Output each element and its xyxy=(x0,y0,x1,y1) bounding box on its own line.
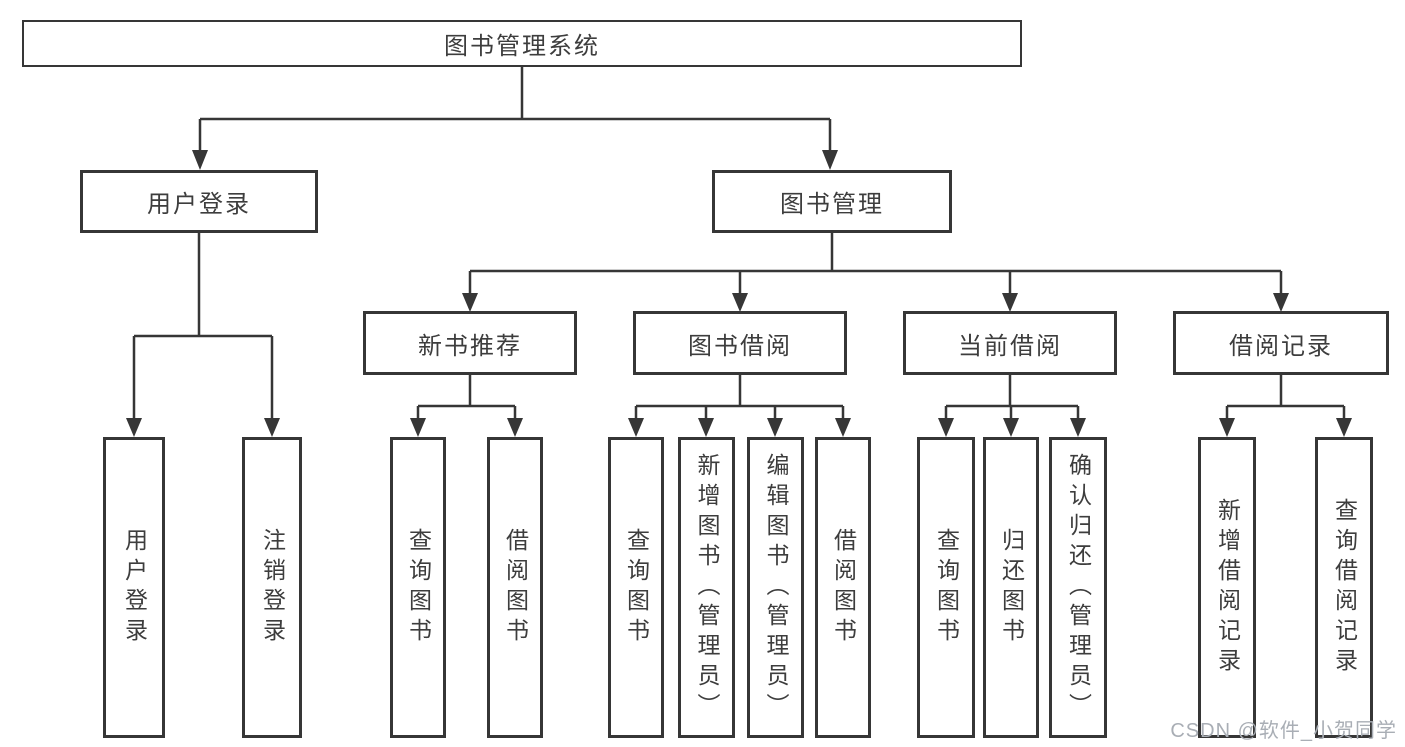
node-label: 查询借阅记录 xyxy=(1331,497,1358,678)
node-label: 图书管理系统 xyxy=(444,33,600,60)
leaf-return-books: 归还图书 xyxy=(983,437,1039,738)
node-label: 借阅图书 xyxy=(830,527,857,648)
node-new-book-recommendation: 新书推荐 xyxy=(363,311,577,375)
node-label: 图书管理 xyxy=(780,191,884,218)
leaf-query-books-borrowing: 查询图书 xyxy=(608,437,664,738)
leaf-query-books-current: 查询图书 xyxy=(917,437,975,738)
node-root-system: 图书管理系统 xyxy=(22,20,1022,67)
node-book-management: 图书管理 xyxy=(712,170,952,233)
node-label: 用户登录 xyxy=(147,191,251,218)
node-label: 查询图书 xyxy=(933,527,960,648)
node-user-login: 用户登录 xyxy=(80,170,318,233)
leaf-user-login: 用户登录 xyxy=(103,437,165,738)
node-book-borrowing: 图书借阅 xyxy=(633,311,847,375)
node-label: 新增图书（管理员） xyxy=(694,452,720,723)
leaf-query-borrow-record: 查询借阅记录 xyxy=(1315,437,1373,738)
leaf-borrow-books: 借阅图书 xyxy=(815,437,871,738)
node-label: 查询图书 xyxy=(623,527,650,648)
leaf-borrow-books-recommend: 借阅图书 xyxy=(487,437,543,738)
node-label: 图书借阅 xyxy=(688,332,792,360)
node-label: 新增借阅记录 xyxy=(1214,497,1241,678)
node-label: 新书推荐 xyxy=(418,332,522,360)
csdn-watermark: CSDN @软件_小贺同学 xyxy=(1170,720,1397,742)
node-label: 借阅记录 xyxy=(1229,332,1333,360)
leaf-query-books-recommend: 查询图书 xyxy=(390,437,446,738)
leaf-edit-books-admin: 编辑图书（管理员） xyxy=(747,437,804,738)
node-label: 确认归还（管理员） xyxy=(1065,452,1092,723)
leaf-logout: 注销登录 xyxy=(242,437,302,738)
leaf-add-borrow-record: 新增借阅记录 xyxy=(1198,437,1256,738)
node-label: 编辑图书（管理员） xyxy=(763,452,789,723)
node-label: 当前借阅 xyxy=(958,332,1062,360)
node-label: 借阅图书 xyxy=(502,527,529,648)
node-label: 查询图书 xyxy=(405,527,432,648)
node-borrowing-records: 借阅记录 xyxy=(1173,311,1389,375)
arrowhead-icons xyxy=(126,150,1352,437)
leaf-confirm-return-admin: 确认归还（管理员） xyxy=(1049,437,1107,738)
leaf-add-books-admin: 新增图书（管理员） xyxy=(678,437,735,738)
node-label: 用户登录 xyxy=(121,527,148,648)
node-label: 注销登录 xyxy=(259,527,286,648)
node-label: 归还图书 xyxy=(998,527,1025,648)
node-current-borrowing: 当前借阅 xyxy=(903,311,1117,375)
